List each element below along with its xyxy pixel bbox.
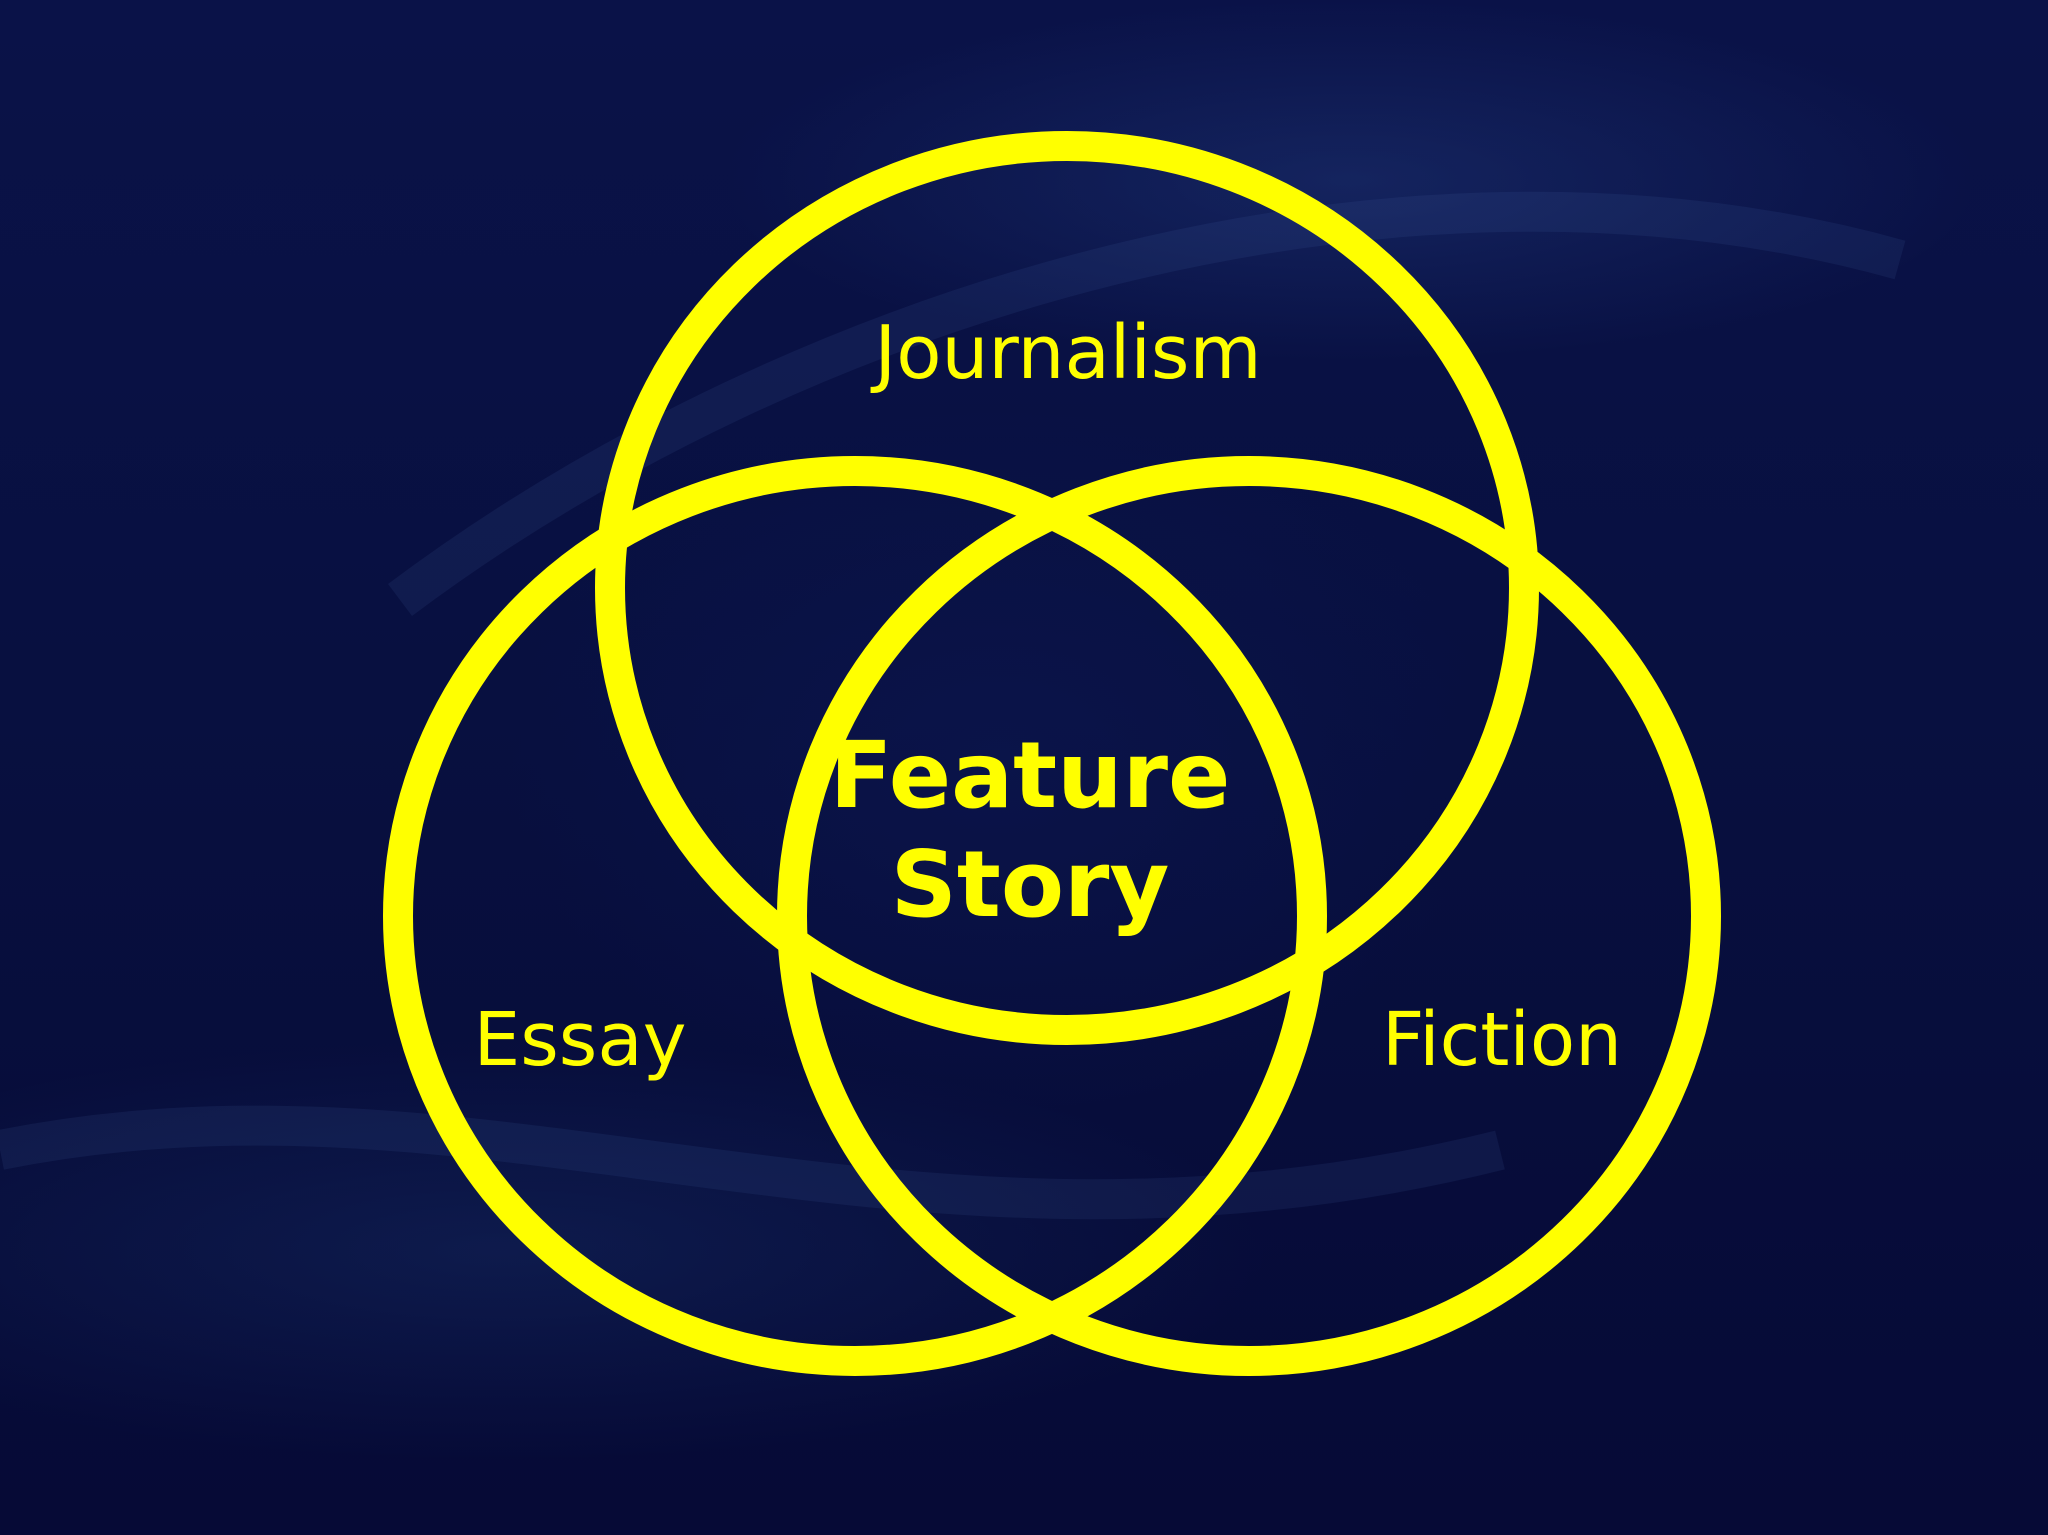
essay-circle bbox=[383, 456, 1327, 1376]
journalism-label: Journalism bbox=[870, 310, 1261, 396]
essay-label: Essay bbox=[473, 997, 686, 1083]
journalism-circle bbox=[595, 131, 1539, 1045]
story-label: Story bbox=[891, 831, 1170, 938]
feature-label: Feature bbox=[830, 722, 1231, 829]
fiction-circle bbox=[777, 456, 1721, 1376]
background-swirl bbox=[388, 191, 1906, 617]
fiction-label: Fiction bbox=[1382, 997, 1622, 1083]
background-swirl bbox=[0, 1105, 1505, 1220]
